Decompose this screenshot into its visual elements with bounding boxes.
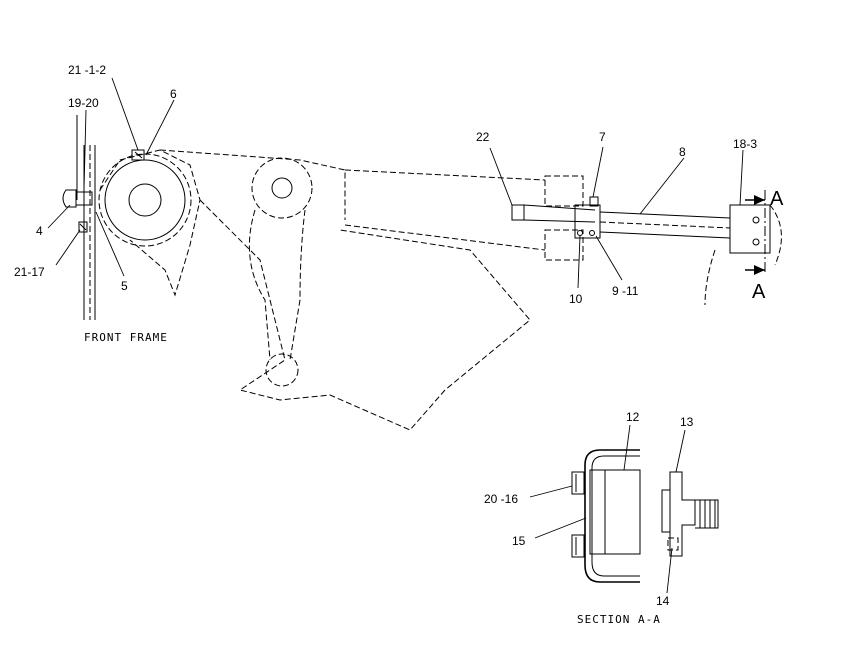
label-13: 13 [680, 415, 694, 429]
label-19-20: 19-20 [68, 96, 99, 110]
label-20-16: 20 -16 [484, 492, 518, 506]
label-4: 4 [36, 224, 43, 238]
cylinder-bracket [98, 149, 201, 297]
label-21-1-2: 21 -1-2 [68, 63, 106, 77]
label-section-a-top: A [770, 188, 784, 210]
label-9-11: 9 -11 [612, 284, 639, 298]
label-12: 12 [626, 410, 640, 424]
linkage-arm [159, 149, 531, 431]
label-6: 6 [170, 87, 177, 101]
frame-pin-assembly [62, 189, 93, 233]
front-frame [76, 115, 96, 320]
leader-lines [47, 77, 744, 594]
label-22: 22 [476, 130, 490, 144]
label-front-frame: FRONT FRAME [84, 331, 168, 344]
label-10: 10 [569, 292, 583, 306]
label-7: 7 [599, 130, 606, 144]
label-21-17: 21-17 [14, 265, 45, 279]
section-cut-marks [745, 190, 766, 275]
callout-labels: 21 -1-2 19-20 6 4 21-17 5 FRONT FRAME 22… [14, 63, 784, 626]
label-14: 14 [656, 594, 670, 608]
section-a-a-detail [571, 449, 719, 583]
steering-cylinder [344, 169, 782, 306]
label-section-a-bottom: A [752, 281, 766, 303]
label-18-3: 18-3 [733, 137, 757, 151]
label-15: 15 [512, 534, 526, 548]
label-section-a-a: SECTION A-A [577, 613, 661, 626]
label-5: 5 [121, 279, 128, 293]
label-8: 8 [679, 145, 686, 159]
